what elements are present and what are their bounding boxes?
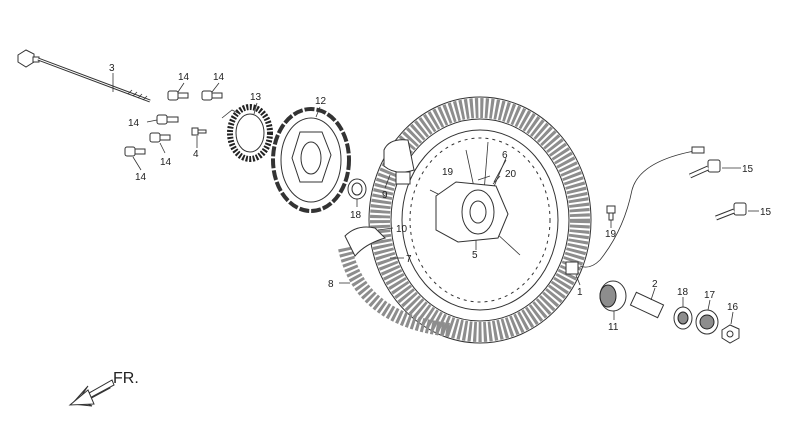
rim bbox=[401, 129, 559, 311]
callout-15-a: 15 bbox=[742, 164, 754, 175]
callout-14-a: 14 bbox=[178, 72, 190, 83]
callout-9: 9 bbox=[382, 190, 388, 201]
callout-14-d: 14 bbox=[160, 157, 172, 168]
callout-7: 7 bbox=[406, 254, 412, 265]
distance-collar bbox=[629, 291, 665, 319]
callout-14-e: 14 bbox=[135, 172, 147, 183]
sensor-bolt bbox=[606, 205, 616, 221]
inner-tube bbox=[338, 226, 451, 337]
callout-5: 5 bbox=[472, 250, 478, 261]
front-direction-label: FR. bbox=[113, 370, 139, 387]
bolt-upper-right bbox=[688, 159, 721, 179]
callout-11: 11 bbox=[608, 322, 619, 333]
front-tire bbox=[368, 96, 592, 344]
callout-14-c: 14 bbox=[128, 118, 140, 129]
callout-19-a: 19 bbox=[442, 167, 454, 178]
callout-3: 3 bbox=[109, 63, 115, 74]
callout-14-b: 14 bbox=[213, 72, 225, 83]
callout-12: 12 bbox=[315, 96, 327, 107]
wheel-hub bbox=[435, 181, 509, 243]
callout-18-a: 18 bbox=[350, 210, 362, 221]
small-screw bbox=[191, 127, 207, 136]
disc-bolt-top-left bbox=[167, 90, 189, 101]
bearing-right bbox=[673, 306, 693, 330]
disc-bolt-mid-left bbox=[156, 114, 179, 125]
disc-bolt-mid-right bbox=[149, 132, 171, 143]
callout-1: 1 bbox=[577, 287, 583, 298]
callout-16: 16 bbox=[727, 302, 739, 313]
tire-section-top bbox=[383, 139, 415, 185]
disc-bolt-bottom-left bbox=[124, 146, 146, 157]
callout-10: 10 bbox=[396, 224, 408, 235]
callout-15-b: 15 bbox=[760, 207, 772, 218]
side-collar bbox=[599, 280, 627, 312]
wheel-speed-sensor bbox=[565, 146, 705, 275]
callout-2: 2 bbox=[652, 279, 658, 290]
brake-disc bbox=[271, 107, 351, 213]
callout-8: 8 bbox=[328, 279, 334, 290]
disc-bolt-top-right bbox=[201, 90, 223, 101]
callout-20: 20 bbox=[505, 169, 517, 180]
front-direction-arrow bbox=[68, 379, 115, 407]
front-axle bbox=[17, 49, 151, 103]
bearing-left bbox=[347, 178, 367, 200]
callout-6: 6 bbox=[502, 150, 508, 161]
callout-17: 17 bbox=[704, 290, 716, 301]
callout-18-b: 18 bbox=[677, 287, 689, 298]
pulser-ring bbox=[221, 104, 273, 162]
axle-nut bbox=[721, 324, 740, 344]
callout-4: 4 bbox=[193, 149, 199, 160]
bolt-lower-right bbox=[715, 202, 747, 221]
callout-13: 13 bbox=[250, 92, 262, 103]
dust-seal bbox=[695, 309, 719, 335]
callout-19-b: 19 bbox=[605, 229, 617, 240]
